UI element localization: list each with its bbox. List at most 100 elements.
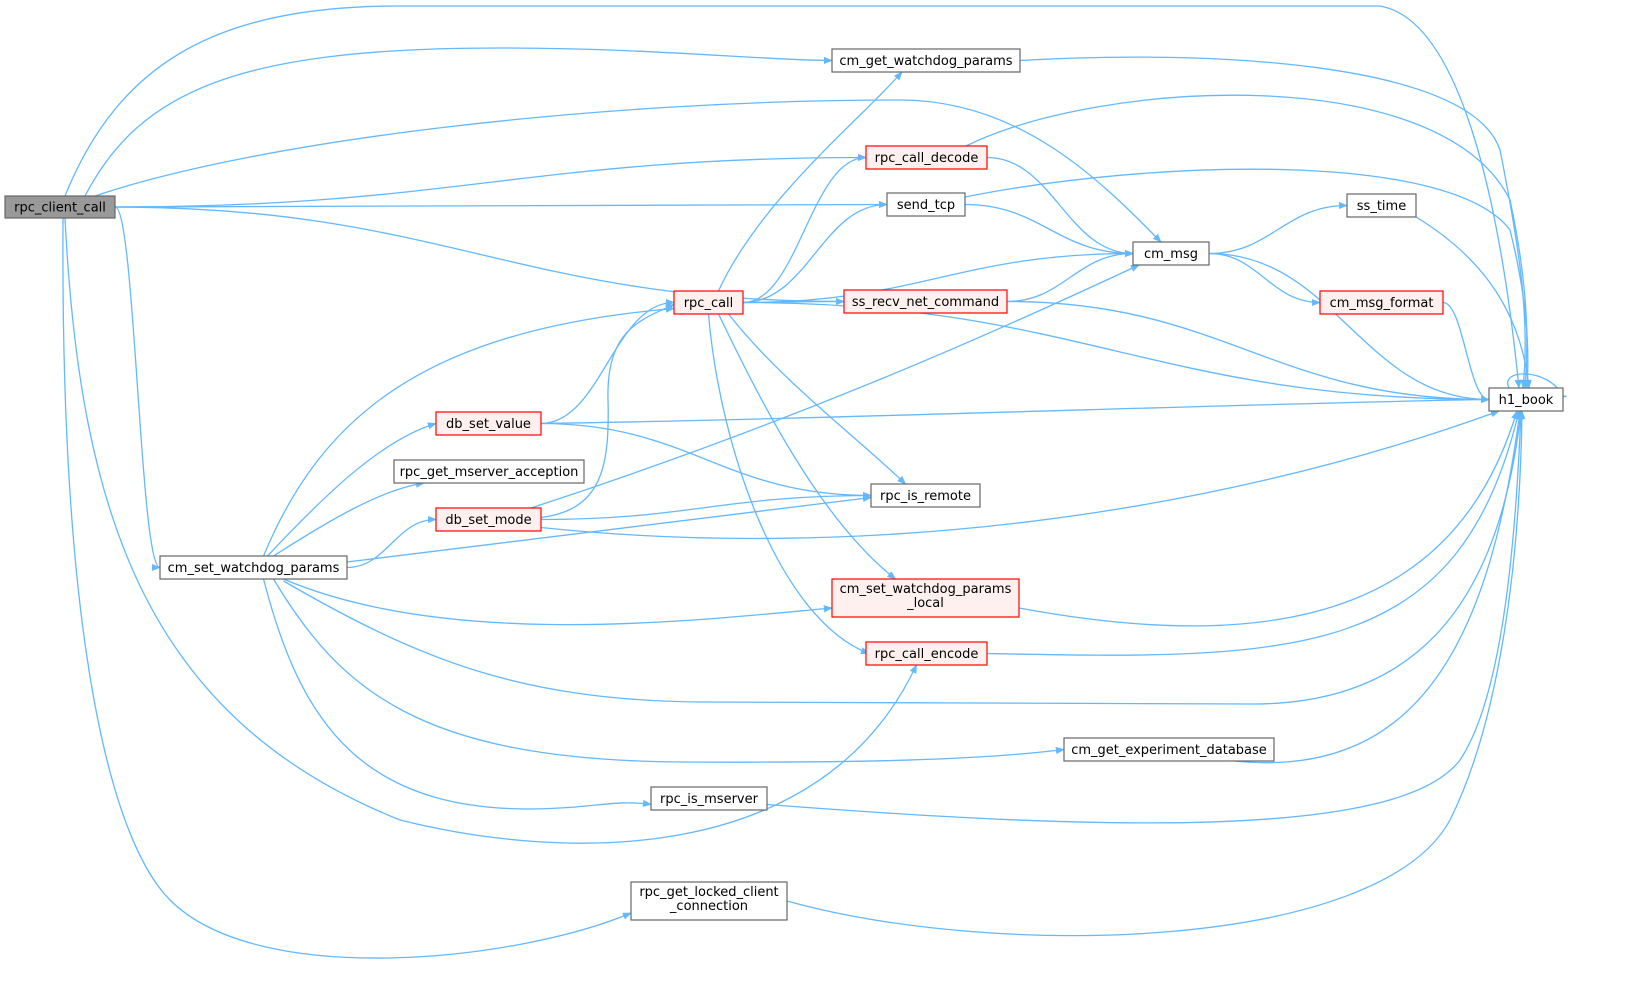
node-rpc_get_mserver_acception[interactable]: rpc_get_mserver_acception: [393, 459, 585, 484]
node-box: [1063, 737, 1275, 762]
edge-rpc_get_locked_client_connection-to-h1_book: [786, 410, 1526, 937]
edge-rpc_client_call-to-cm_get_watchdog_params: [84, 47, 833, 197]
edge-rpc_client_call-to-send_tcp: [114, 200, 888, 209]
edge-rpc_call-to-rpc_call_decode: [742, 153, 867, 304]
node-label: ss_recv_net_command: [852, 295, 999, 310]
node-cm_get_watchdog_params[interactable]: cm_get_watchdog_params: [831, 48, 1021, 73]
node-box: [630, 881, 788, 921]
node-label: rpc_get_mserver_acception: [400, 465, 579, 480]
edge-cm_set_watchdog_params-to-h1_book: [283, 410, 1524, 705]
edge-db_set_mode-to-rpc_call: [540, 303, 675, 519]
node-label: rpc_is_remote: [880, 489, 971, 504]
node-send_tcp[interactable]: send_tcp: [886, 192, 966, 217]
edge-ss_recv_net_command-to-h1_book: [1006, 300, 1490, 404]
node-label: rpc_is_mserver: [660, 792, 759, 807]
node-rpc_is_remote[interactable]: rpc_is_remote: [870, 483, 981, 508]
edge-cm_msg-to-cm_msg_format: [1208, 252, 1321, 307]
edge-rpc_client_call-to-cm_set_watchdog_params: [114, 206, 161, 571]
edge-rpc_call-to-rpc_call_encode: [707, 313, 870, 655]
node-cm_set_watchdog_params[interactable]: cm_set_watchdog_params: [159, 555, 348, 580]
node-label: cm_set_watchdog_params: [168, 561, 340, 576]
edge-db_set_mode-to-cm_msg: [530, 264, 1140, 509]
node-box: [159, 555, 348, 580]
edge-cm_msg-to-h1_book: [1208, 252, 1490, 404]
edge-cm_set_watchdog_params-to-db_set_mode: [346, 515, 437, 569]
node-label: rpc_call_decode: [875, 151, 979, 166]
node-rpc_is_mserver[interactable]: rpc_is_mserver: [650, 786, 768, 811]
node-label: cm_msg_format: [1330, 296, 1434, 311]
node-rpc_client_call[interactable]: rpc_client_call: [4, 195, 116, 219]
edge-cm_get_experiment_database-to-h1_book: [1233, 410, 1523, 764]
edge-db_set_value-to-h1_book: [540, 396, 1490, 425]
node-db_set_mode[interactable]: db_set_mode: [435, 507, 542, 532]
node-box: [1488, 387, 1564, 412]
edge-rpc_call-to-h1_book: [742, 301, 1490, 404]
node-cm_set_watchdog_params_local[interactable]: cm_set_watchdog_params_local: [831, 578, 1020, 618]
edge-rpc_call-to-cm_msg: [742, 249, 1134, 304]
node-label: rpc_call: [684, 296, 734, 311]
node-label: _local: [906, 596, 944, 611]
node-cm_msg[interactable]: cm_msg: [1132, 241, 1210, 266]
edge-rpc_client_call-to-ss_recv_net_command: [114, 206, 845, 306]
edge-rpc_call-to-send_tcp: [742, 200, 888, 304]
node-label: cm_set_watchdog_params: [840, 582, 1012, 597]
node-label: ss_time: [1357, 199, 1406, 214]
edge-cm_set_watchdog_params-to-cm_set_watchdog_params_local: [283, 578, 833, 626]
node-label: cm_get_watchdog_params: [839, 54, 1012, 69]
node-box: [1132, 241, 1210, 266]
edge-db_set_value-to-rpc_call: [540, 298, 675, 425]
edge-rpc_call_decode-to-h1_book: [965, 94, 1530, 389]
edge-send_tcp-to-cm_msg: [964, 203, 1134, 258]
edge-rpc_call-to-rpc_is_remote: [727, 313, 907, 485]
node-box: [435, 411, 542, 436]
node-rpc_call_decode[interactable]: rpc_call_decode: [865, 145, 988, 170]
node-cm_get_experiment_database[interactable]: cm_get_experiment_database: [1063, 737, 1275, 762]
edge-db_set_mode-to-h1_book: [540, 410, 1500, 540]
node-box: [393, 459, 585, 484]
edge-cm_set_watchdog_params-to-rpc_is_remote: [346, 494, 872, 563]
node-rpc_get_locked_client_connection[interactable]: rpc_get_locked_client_connection: [630, 881, 788, 921]
edge-ss_time-to-h1_book: [1415, 216, 1532, 389]
edge-cm_set_watchdog_params-to-rpc_is_mserver: [262, 578, 652, 810]
node-h1_book[interactable]: h1_book: [1488, 387, 1564, 412]
node-rpc_call[interactable]: rpc_call: [673, 290, 744, 315]
node-box: [831, 578, 1020, 618]
edge-db_set_value-to-rpc_is_remote: [540, 422, 872, 500]
node-box: [831, 48, 1021, 73]
node-rpc_call_encode[interactable]: rpc_call_encode: [865, 641, 988, 666]
edge-cm_msg_format-to-h1_book: [1442, 301, 1490, 404]
node-label: h1_book: [1499, 393, 1554, 408]
edge-db_set_mode-to-rpc_is_remote: [540, 491, 872, 521]
node-box: [865, 145, 988, 170]
node-cm_msg_format[interactable]: cm_msg_format: [1319, 290, 1444, 315]
edge-cm_set_watchdog_params-to-db_set_value: [267, 422, 437, 557]
node-box: [435, 507, 542, 532]
node-ss_recv_net_command[interactable]: ss_recv_net_command: [843, 289, 1008, 314]
edge-rpc_client_call-to-rpc_get_locked_client_connection: [62, 217, 632, 959]
edges-layer: [62, 5, 1567, 959]
node-label: rpc_client_call: [14, 201, 106, 216]
node-label: send_tcp: [897, 198, 955, 213]
edge-rpc_client_call-to-h1_book: [64, 5, 1522, 389]
edge-cm_set_watchdog_params-to-cm_get_experiment_database: [272, 578, 1065, 763]
node-db_set_value[interactable]: db_set_value: [435, 411, 542, 436]
node-label: _connection: [669, 899, 748, 914]
node-label: db_set_mode: [445, 513, 531, 528]
edge-cm_msg-to-ss_time: [1208, 201, 1348, 255]
node-box: [673, 290, 744, 315]
edge-rpc_call_encode-to-h1_book: [986, 410, 1521, 656]
node-ss_time[interactable]: ss_time: [1346, 193, 1417, 218]
edge-cm_set_watchdog_params-to-rpc_call: [262, 305, 675, 557]
edge-rpc_call_decode-to-cm_msg: [986, 156, 1134, 258]
node-box: [650, 786, 768, 811]
node-box: [865, 641, 988, 666]
edge-cm_set_watchdog_params_local-to-h1_book: [1018, 410, 1519, 627]
node-label: cm_get_experiment_database: [1071, 743, 1267, 758]
node-label: cm_msg: [1144, 247, 1198, 262]
node-box: [886, 192, 966, 217]
node-box: [1319, 290, 1444, 315]
node-box: [4, 195, 116, 219]
node-box: [870, 483, 981, 508]
edge-rpc_call-to-cm_set_watchdog_params_local: [717, 313, 897, 580]
